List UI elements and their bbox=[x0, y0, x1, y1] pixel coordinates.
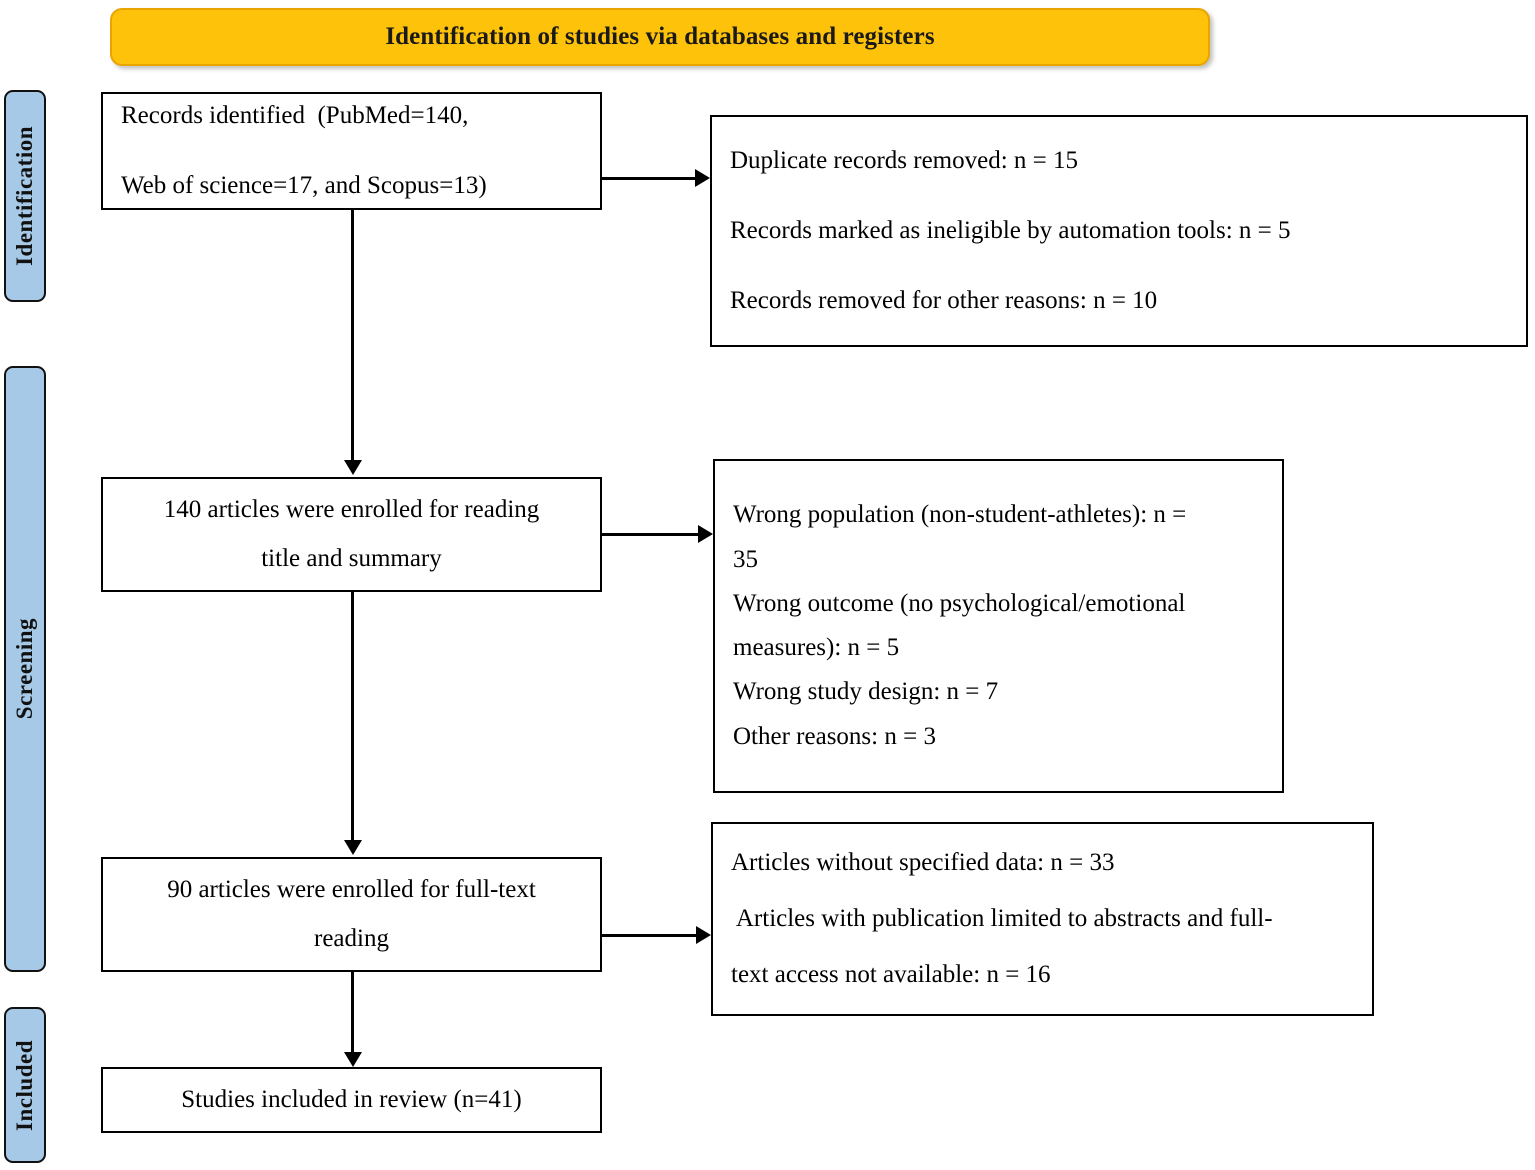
studies-included-box: Studies included in review (n=41) bbox=[101, 1067, 602, 1133]
fulltext-reading-box: 90 articles were enrolled for full-text … bbox=[101, 857, 602, 972]
records-identified-box: Records identified (PubMed=140, Web of s… bbox=[101, 92, 602, 210]
screening-exclusion-line-2: 35 bbox=[733, 545, 758, 573]
edge-screened-to-fulltext-arrowhead bbox=[344, 840, 362, 855]
records-identified-line-1: Records identified (PubMed=140, bbox=[121, 101, 469, 129]
diagram-title-banner: Identification of studies via databases … bbox=[110, 8, 1210, 66]
fulltext-exclusion-line-1: Articles without specified data: n = 33 bbox=[731, 848, 1115, 876]
fulltext-exclusions-box: Articles without specified data: n = 33 … bbox=[711, 822, 1374, 1016]
records-removed-box: Duplicate records removed: n = 15 Record… bbox=[710, 115, 1528, 347]
edge-identified-to-removed bbox=[602, 177, 695, 180]
edge-identified-to-removed-arrowhead bbox=[695, 169, 710, 187]
screening-exclusion-line-3: Wrong outcome (no psychological/emotiona… bbox=[733, 589, 1186, 617]
edge-fulltext-to-exclusions bbox=[602, 934, 696, 937]
edge-screened-to-fulltext bbox=[351, 592, 354, 840]
records-identified-line-2: Web of science=17, and Scopus=13) bbox=[121, 172, 487, 199]
phase-rail-identification-label: Identification bbox=[12, 126, 37, 266]
edge-fulltext-to-included bbox=[351, 972, 354, 1052]
title-summary-line-2: title and summary bbox=[261, 544, 442, 572]
screening-exclusion-line-1: Wrong population (non-student-athletes):… bbox=[733, 501, 1187, 529]
records-removed-line-2: Records marked as ineligible by automati… bbox=[730, 216, 1291, 244]
diagram-title: Identification of studies via databases … bbox=[385, 23, 935, 50]
fulltext-reading-line-1: 90 articles were enrolled for full-text bbox=[167, 876, 536, 904]
phase-rail-screening: Screening bbox=[4, 366, 46, 972]
phase-rail-identification: Identification bbox=[4, 90, 46, 302]
screening-exclusions-box: Wrong population (non-student-athletes):… bbox=[713, 459, 1284, 793]
phase-rail-included-label: Included bbox=[12, 1039, 37, 1131]
phase-rail-screening-label: Screening bbox=[12, 618, 37, 720]
edge-identified-to-screened-arrowhead bbox=[344, 460, 362, 475]
edge-fulltext-to-included-arrowhead bbox=[344, 1052, 362, 1067]
studies-included-line-1: Studies included in review (n=41) bbox=[181, 1085, 522, 1113]
records-removed-line-1: Duplicate records removed: n = 15 bbox=[730, 146, 1079, 174]
fulltext-exclusion-line-2: Articles with publication limited to abs… bbox=[731, 904, 1273, 932]
fulltext-reading-line-2: reading bbox=[314, 924, 389, 952]
title-summary-screening-box: 140 articles were enrolled for reading t… bbox=[101, 477, 602, 592]
edge-screened-to-exclusions-arrowhead bbox=[698, 525, 713, 543]
records-removed-line-3: Records removed for other reasons: n = 1… bbox=[730, 287, 1158, 315]
screening-exclusion-line-5: Wrong study design: n = 7 bbox=[733, 678, 999, 706]
phase-rail-included: Included bbox=[4, 1007, 46, 1163]
screening-exclusion-line-6: Other reasons: n = 3 bbox=[733, 722, 936, 750]
edge-identified-to-screened bbox=[351, 210, 354, 460]
screening-exclusion-line-4: measures): n = 5 bbox=[733, 634, 900, 661]
title-summary-line-1: 140 articles were enrolled for reading bbox=[163, 496, 540, 524]
edge-screened-to-exclusions bbox=[602, 533, 698, 536]
fulltext-exclusion-line-3: text access not available: n = 16 bbox=[731, 961, 1051, 989]
edge-fulltext-to-exclusions-arrowhead bbox=[696, 926, 711, 944]
